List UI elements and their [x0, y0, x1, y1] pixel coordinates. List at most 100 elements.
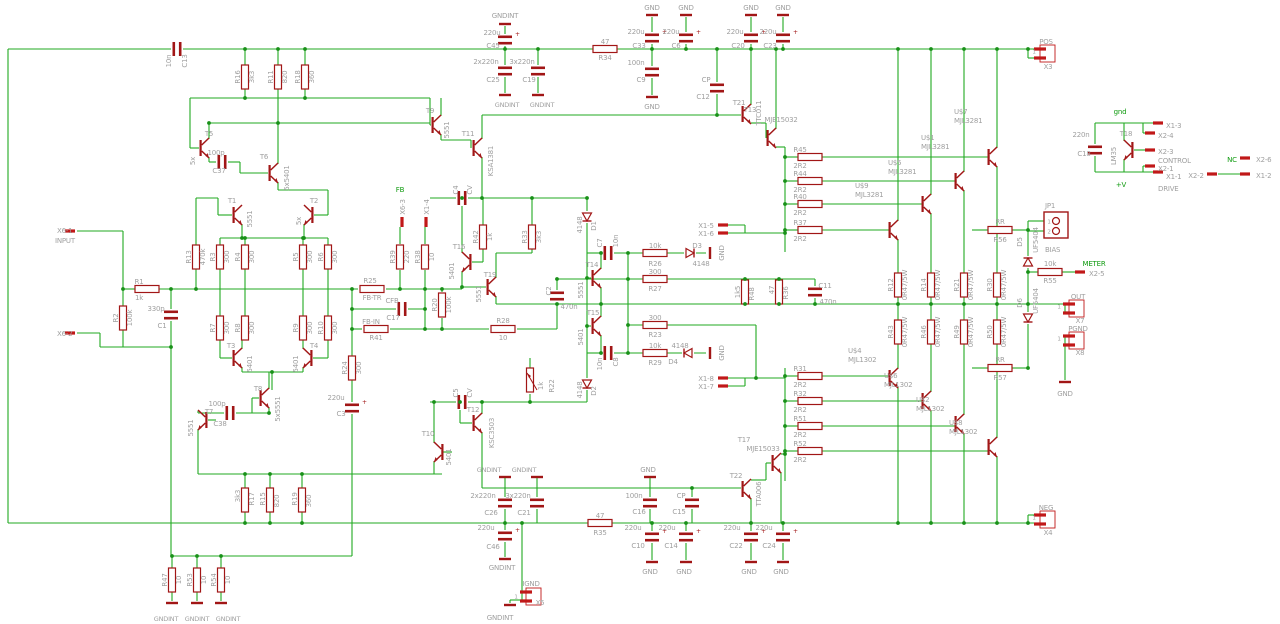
capacitor-C18[interactable] — [1088, 151, 1102, 155]
pin-X1-1[interactable] — [1153, 170, 1163, 174]
connector-X4[interactable] — [1039, 510, 1056, 529]
connector-X7-pin1[interactable] — [1063, 302, 1075, 306]
capacitor-C18[interactable] — [1088, 145, 1102, 149]
resistor-R9[interactable] — [298, 315, 308, 341]
connector-X8-pin1[interactable] — [1063, 334, 1075, 338]
transistor-T5[interactable] — [199, 140, 202, 156]
capacitor-C26[interactable] — [498, 504, 512, 508]
transistor-T10[interactable] — [441, 444, 444, 460]
pin-X2-4[interactable] — [1145, 131, 1155, 135]
resistor-R5[interactable] — [298, 244, 308, 270]
capacitor-C23[interactable] — [776, 33, 790, 37]
capacitor-C10[interactable] — [645, 538, 659, 542]
resistor-R18[interactable] — [300, 64, 310, 90]
resistor-R51[interactable] — [797, 421, 823, 431]
capacitor-C14[interactable] — [679, 532, 693, 536]
capacitor-C37[interactable] — [223, 155, 227, 169]
resistor-R54[interactable] — [216, 567, 226, 593]
connector-X8[interactable] — [1068, 331, 1085, 350]
capacitor-C46[interactable] — [498, 537, 512, 541]
pin-X2-5[interactable] — [1075, 270, 1085, 274]
pin-X1-8[interactable] — [718, 376, 728, 380]
resistor-R19[interactable] — [297, 487, 307, 513]
connector-X4-pin1[interactable] — [1034, 513, 1046, 517]
pin-X6-2[interactable] — [65, 331, 75, 335]
transistor-U$9[interactable] — [888, 222, 891, 238]
transistor-T6[interactable] — [268, 165, 271, 181]
capacitor-C12[interactable] — [710, 83, 724, 87]
transistor-U$7[interactable] — [987, 149, 990, 165]
capacitor-C17[interactable] — [397, 302, 401, 316]
connector-X5-pin1[interactable] — [520, 590, 532, 594]
resistor-R44[interactable] — [797, 176, 823, 186]
pin-X6-1[interactable] — [65, 229, 75, 233]
capacitor-C38[interactable] — [231, 406, 235, 420]
resistor-R20[interactable] — [437, 292, 447, 318]
transistor-T9[interactable] — [431, 117, 434, 133]
transistor-T7[interactable] — [205, 412, 208, 428]
diode-D5[interactable] — [1022, 256, 1034, 267]
pin-X6-3[interactable] — [400, 217, 404, 227]
resistor-R37[interactable] — [797, 225, 823, 235]
transistor-T17[interactable] — [771, 455, 774, 471]
diode-D6[interactable] — [1022, 313, 1034, 324]
resistor-R23[interactable] — [642, 320, 668, 330]
capacitor-C6[interactable] — [679, 33, 693, 37]
capacitor-C1[interactable] — [164, 316, 178, 320]
transistor-T8[interactable] — [259, 390, 262, 406]
capacitor-C9[interactable] — [645, 67, 659, 71]
resistor-R35[interactable] — [587, 518, 613, 528]
resistor-R31[interactable] — [797, 371, 823, 381]
capacitor-C9[interactable] — [645, 73, 659, 77]
resistor-R38[interactable] — [420, 244, 430, 270]
pin-X1-3[interactable] — [1153, 121, 1163, 125]
connector-X7[interactable] — [1068, 299, 1085, 318]
resistor-R3[interactable] — [215, 244, 225, 270]
resistor-R57[interactable] — [987, 363, 1013, 373]
transistor-T11[interactable] — [472, 140, 475, 156]
transistor-T21[interactable] — [741, 106, 744, 122]
resistor-R40[interactable] — [797, 199, 823, 209]
capacitor-C25[interactable] — [498, 66, 512, 70]
resistor-R50[interactable] — [992, 319, 1002, 345]
capacitor-C7[interactable] — [603, 246, 607, 260]
diode-D4[interactable] — [682, 347, 693, 359]
capacitor-C13[interactable] — [172, 42, 176, 56]
capacitor-C21[interactable] — [530, 504, 544, 508]
capacitor-C25[interactable] — [498, 72, 512, 76]
resistor-R33[interactable] — [527, 224, 537, 250]
capacitor-C45[interactable] — [498, 35, 512, 39]
capacitor-C7[interactable] — [609, 246, 613, 260]
transistor-T16[interactable] — [469, 254, 472, 270]
pin-X2-3[interactable] — [1145, 148, 1155, 152]
resistor-R6[interactable] — [323, 244, 333, 270]
resistor-R7[interactable] — [215, 315, 225, 341]
transistor-T13[interactable] — [766, 130, 769, 146]
capacitor-C12[interactable] — [710, 89, 724, 93]
capacitor-C46[interactable] — [498, 531, 512, 535]
capacitor-C1[interactable] — [164, 310, 178, 314]
transistor-T2[interactable] — [311, 207, 314, 223]
resistor-R1[interactable] — [134, 284, 160, 294]
pin-X2-2[interactable] — [1207, 172, 1217, 176]
connector-X3[interactable] — [1039, 44, 1056, 63]
resistor-R56[interactable] — [987, 225, 1013, 235]
connector-X8-pin2[interactable] — [1063, 343, 1075, 347]
resistor-R28[interactable] — [490, 324, 516, 334]
capacitor-C33[interactable] — [645, 39, 659, 43]
capacitor-C22[interactable] — [744, 538, 758, 542]
resistor-R13[interactable] — [191, 244, 201, 270]
resistor-R14[interactable] — [926, 272, 936, 298]
capacitor-C26[interactable] — [498, 498, 512, 502]
pin-X1-5[interactable] — [718, 223, 728, 227]
resistor-R55[interactable] — [1037, 267, 1063, 277]
capacitor-C3[interactable] — [345, 409, 359, 413]
transistor-T4[interactable] — [310, 350, 313, 366]
resistor-R2[interactable] — [118, 305, 128, 331]
transistor-T12[interactable] — [472, 415, 475, 431]
connector-X3-pin2[interactable] — [1034, 56, 1046, 60]
resistor-R24[interactable] — [347, 355, 357, 381]
capacitor-C17[interactable] — [403, 302, 407, 316]
resistor-R52[interactable] — [797, 446, 823, 456]
capacitor-C15[interactable] — [685, 504, 699, 508]
